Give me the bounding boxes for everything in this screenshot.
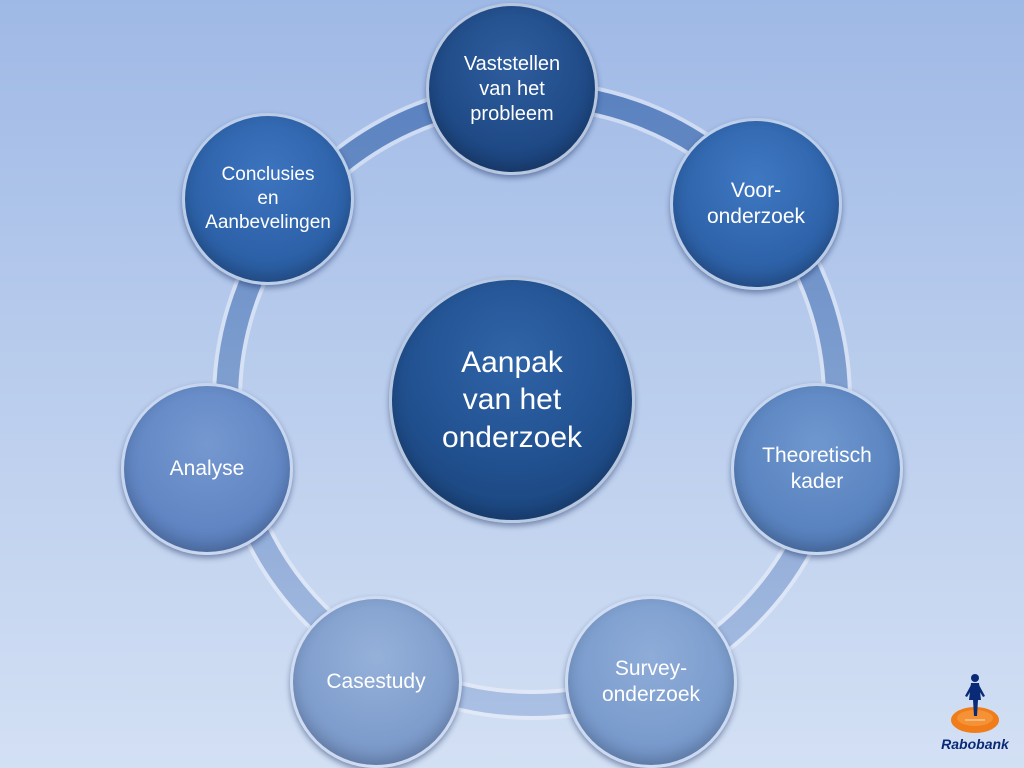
node-label: Voor- onderzoek [706,178,806,228]
node-vooronderzoek: Voor- onderzoek [670,118,842,290]
rabobank-figure-icon [951,674,999,733]
rabobank-logo: Rabobank [935,670,1015,760]
center-label: Aanpak van het onderzoek [441,345,583,454]
center-node-aanpak: Aanpak van het onderzoek [389,277,635,523]
node-casestudy: Casestudy [290,596,462,768]
node-theoretisch-kader: Theoretisch kader [731,383,903,555]
node-analyse: Analyse [121,383,293,555]
node-label: Casestudy [326,669,426,693]
node-label: Theoretisch kader [762,443,872,493]
node-label: Analyse [169,456,245,480]
rabobank-wordmark: Rabobank [941,736,1009,752]
node-label: Conclusies en Aanbevelingen [205,164,331,233]
node-label: Vaststellen van het probleem [463,52,561,125]
node-conclusies-aanbevelingen: Conclusies en Aanbevelingen [182,113,354,285]
node-vaststellen-probleem: Vaststellen van het probleem [426,3,598,175]
node-survey-onderzoek: Survey- onderzoek [565,596,737,768]
node-label: Survey- onderzoek [601,656,701,706]
